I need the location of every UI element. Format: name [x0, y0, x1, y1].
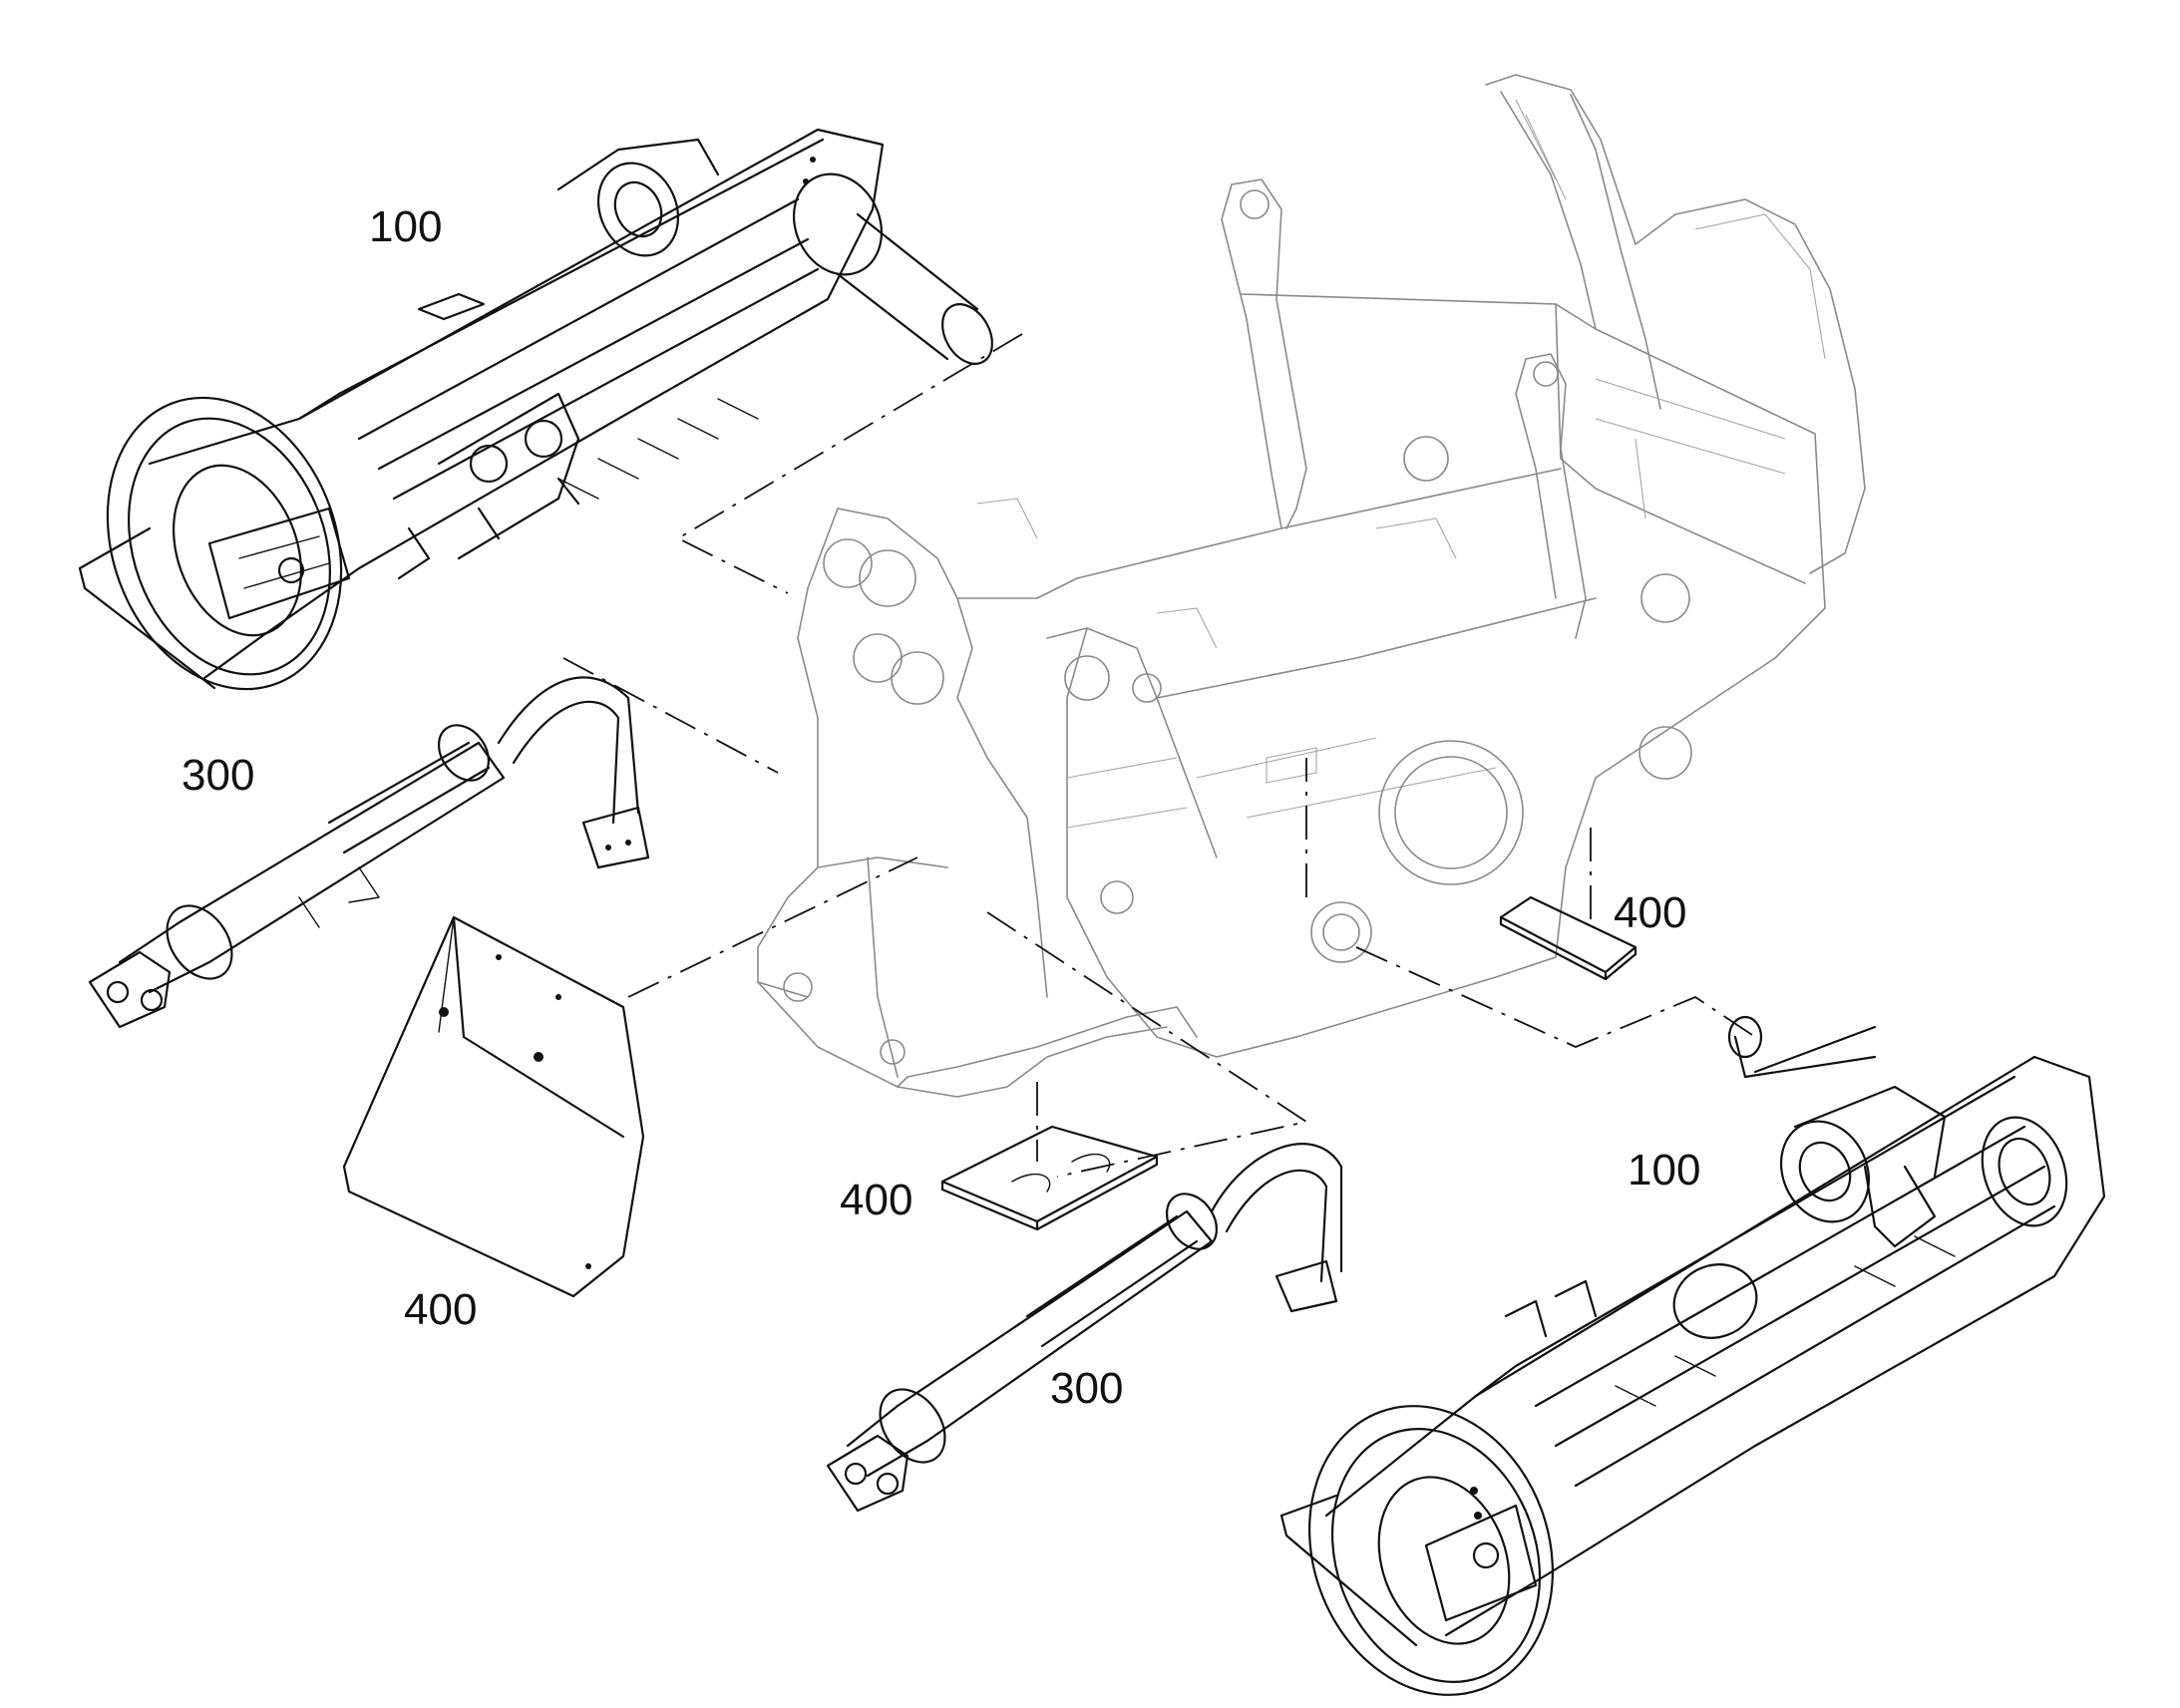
callout-cylinder-upper: 300: [182, 751, 254, 800]
cover-block: [342, 915, 645, 1298]
callout-plate-center: 400: [840, 1176, 912, 1224]
callout-track-left: 100: [369, 202, 442, 251]
cylinder-upper: [88, 676, 650, 1029]
callout-track-right: 100: [1628, 1146, 1700, 1195]
leader-lines: [562, 333, 1756, 1178]
plate-right: [1499, 895, 1637, 981]
callout-cover-block: 400: [404, 1285, 477, 1334]
callout-plate-right: 400: [1614, 888, 1686, 937]
callout-cylinder-lower: 300: [1050, 1364, 1123, 1413]
track-assembly-right: [1279, 1015, 2106, 1696]
track-assembly-left: [78, 128, 993, 691]
main-frame: [757, 74, 1866, 1098]
plate-center: [940, 1125, 1159, 1231]
cylinder-lower: [826, 1143, 1343, 1513]
